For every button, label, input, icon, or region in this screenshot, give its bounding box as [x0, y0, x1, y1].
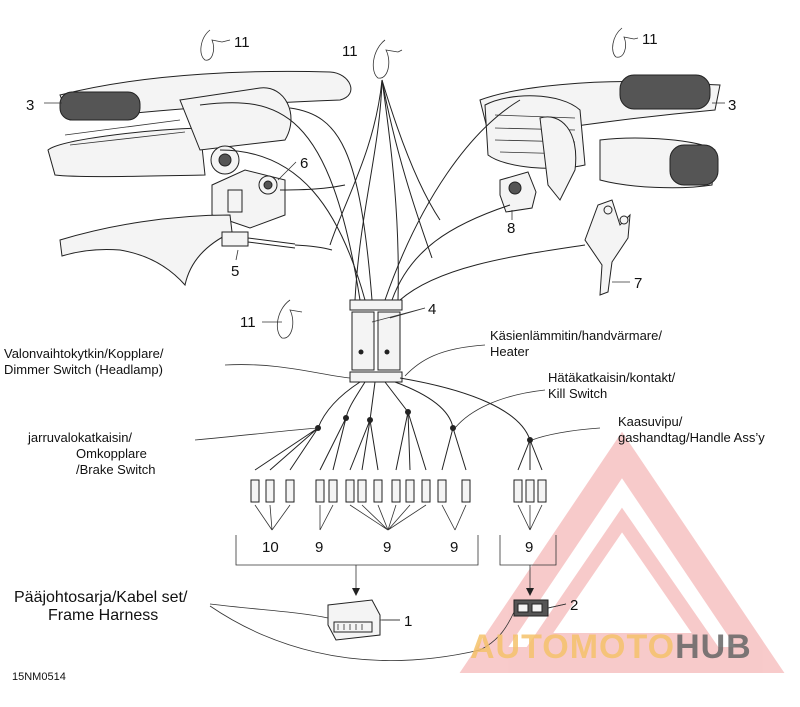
watermark-brand: AUTOMOTOHUB	[470, 628, 752, 666]
figure-code: 15NM0514	[12, 671, 66, 683]
callout-4: 4	[428, 301, 436, 318]
kill-switch-part	[499, 171, 537, 213]
callout-11-top-right: 11	[642, 31, 658, 48]
frame-harness-label-line2: Frame Harness	[48, 607, 158, 624]
branch-wires	[254, 377, 543, 471]
brake-lever-part	[59, 214, 233, 287]
callout-10: 10	[262, 539, 279, 556]
heater-label-line2: Heater	[490, 344, 530, 359]
callout-9-c: 9	[450, 539, 458, 556]
throttle-label-line2: gashandtag/Handle Ass’y	[618, 430, 765, 445]
frame-harness-connector	[327, 599, 400, 641]
bracket-lines	[235, 535, 557, 596]
callout-5: 5	[231, 263, 239, 280]
throttle-lever-part	[584, 199, 631, 296]
callout-8: 8	[507, 220, 515, 237]
watermark-brand-b: HUB	[675, 628, 752, 666]
dimmer-label-line1: Valonvaihtokytkin/Kopplare/	[4, 346, 164, 361]
watermark-brand-a: AUTOMOTO	[470, 628, 675, 666]
harness-wires	[199, 79, 586, 301]
callout-3-right: 3	[728, 97, 736, 114]
watermark-logo	[459, 431, 785, 673]
label-leaders	[44, 37, 725, 621]
brake-label-line1: jarruvalokatkaisin/	[27, 430, 132, 445]
callout-3-left: 3	[26, 97, 34, 114]
callout-9-b: 9	[383, 539, 391, 556]
callout-9-d: 9	[525, 539, 533, 556]
callout-2: 2	[570, 597, 578, 614]
handlebar-left	[47, 70, 352, 178]
throttle-label-line1: Kaasuvipu/	[618, 414, 683, 429]
callout-6: 6	[300, 155, 308, 172]
terminal-pins	[250, 479, 547, 503]
plug-connector	[513, 599, 567, 617]
kill-label-line2: Kill Switch	[548, 386, 607, 401]
heater-label-line1: Käsienlämmitin/handvärmare/	[490, 328, 662, 343]
handlebar-right	[479, 74, 721, 201]
callout-11-top-left: 11	[234, 34, 250, 51]
brake-label-line3: /Brake Switch	[76, 462, 155, 477]
callout-11-top-center: 11	[342, 43, 358, 60]
frame-harness-leaders	[209, 603, 515, 661]
brake-switch-part	[221, 231, 296, 249]
brake-label-line2: Omkopplare	[76, 446, 147, 461]
kill-label-line1: Hätäkatkaisin/kontakt/	[548, 370, 676, 385]
callout-7: 7	[634, 275, 642, 292]
callout-1: 1	[404, 613, 412, 630]
pin-leaders	[254, 504, 543, 531]
frame-harness-label-line1: Pääjohtosarja/Kabel set/	[14, 589, 188, 606]
connector-bundle	[349, 299, 403, 383]
cable-tie-icons	[200, 27, 635, 339]
callout-11-middle: 11	[240, 314, 256, 331]
callout-9-a: 9	[315, 539, 323, 556]
dimmer-label-line2: Dimmer Switch (Headlamp)	[4, 362, 163, 377]
